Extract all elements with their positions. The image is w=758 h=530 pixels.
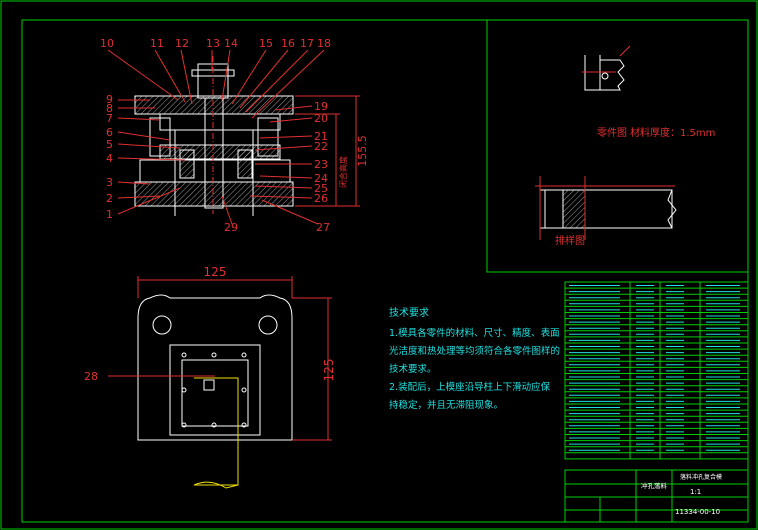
callout-20: 20 (314, 112, 328, 125)
title-company: 冲孔落料 (641, 481, 668, 490)
part-view-frame (486, 19, 749, 273)
thickness-label: 材料厚度：1.5mm (630, 126, 715, 139)
lower-die-seat (134, 181, 294, 207)
callout-7: 7 (106, 112, 113, 125)
part-label: 零件图 (597, 127, 627, 139)
punch (204, 97, 224, 209)
scale: 1:1 (690, 488, 701, 496)
strip-outline (194, 377, 239, 486)
section-view (134, 56, 294, 216)
title-block: 冲孔落料 落料冲孔复合模 11334-00-10 1:1 (564, 469, 749, 523)
notes-line-5: 持稳定，并且无滞阻现象。 (389, 399, 503, 411)
callout-13: 13 (206, 37, 220, 50)
notes-title: 技术要求 (389, 306, 429, 319)
plan-dims (108, 276, 332, 441)
dim-height-plan: 125 (322, 359, 336, 382)
callout-16: 16 (281, 37, 295, 50)
right-guide-hole (258, 315, 278, 335)
title-name: 落料冲孔复合模 (680, 473, 722, 481)
notes-line-2: 光洁度和热处理等均须符合各零件图样的 (389, 345, 560, 357)
callout-25: 25 (314, 182, 328, 195)
callout-18: 18 (317, 37, 331, 50)
callout-2: 2 (106, 192, 113, 205)
callout-21: 21 (314, 130, 328, 143)
plan-view (137, 294, 293, 489)
callout-9: 9 (106, 93, 113, 106)
punch-holder (174, 129, 254, 207)
dim-height-inner: 闭合高度 (338, 156, 348, 188)
callout-23: 23 (314, 158, 328, 171)
callout-leaders (107, 49, 360, 225)
callout-28: 28 (84, 370, 98, 383)
stripper (139, 159, 291, 183)
dim-height-main: 155.5 (356, 135, 369, 167)
callout-1: 1 (106, 208, 113, 221)
left-guide-hole (152, 315, 172, 335)
callout-29: 29 (224, 221, 238, 234)
dim-width-plan: 125 (204, 265, 227, 279)
callout-26: 26 (314, 192, 328, 205)
callout-3: 3 (106, 176, 113, 189)
part-drawing (582, 45, 631, 91)
notes-line-1: 1.模具各零件的材料、尺寸、精度、表面 (389, 327, 560, 339)
parts-list (564, 281, 749, 460)
callouts-top: 10 11 12 13 14 15 16 17 18 (100, 37, 331, 50)
strip-layout (535, 176, 677, 240)
callout-24: 24 (314, 172, 328, 185)
callout-27: 27 (316, 221, 330, 234)
callout-15: 15 (259, 37, 273, 50)
callout-14: 14 (224, 37, 238, 50)
callout-8: 8 (106, 102, 113, 115)
callout-22: 22 (314, 140, 328, 153)
lower-seat-outline (137, 294, 293, 441)
notes-line-3: 技术要求。 (389, 363, 437, 375)
callout-17: 17 (300, 37, 314, 50)
callout-6: 6 (106, 126, 113, 139)
technical-notes: 技术要求 1.模具各零件的材料、尺寸、精度、表面 光洁度和热处理等均须符合各零件… (389, 306, 560, 411)
callout-10: 10 (100, 37, 114, 50)
callout-12: 12 (175, 37, 189, 50)
drawing-number: 11334-00-10 (675, 508, 720, 516)
die-plate (159, 144, 281, 160)
callout-5: 5 (106, 138, 113, 151)
callouts-right: 19 20 21 22 23 24 25 26 (314, 100, 328, 205)
layout-label: 排样图 (555, 234, 585, 247)
callout-4: 4 (106, 152, 113, 165)
die-block-plan (169, 344, 261, 436)
notes-line-4: 2.装配后，上模座沿导柱上下滑动应保 (389, 381, 551, 393)
upper-plate (159, 113, 281, 131)
punch-right (237, 149, 253, 179)
punch-left (179, 149, 195, 179)
upper-die-seat (134, 95, 294, 115)
callout-11: 11 (150, 37, 164, 50)
callout-19: 19 (314, 100, 328, 113)
callouts-left: 9 8 7 6 5 4 3 2 1 (106, 93, 113, 221)
